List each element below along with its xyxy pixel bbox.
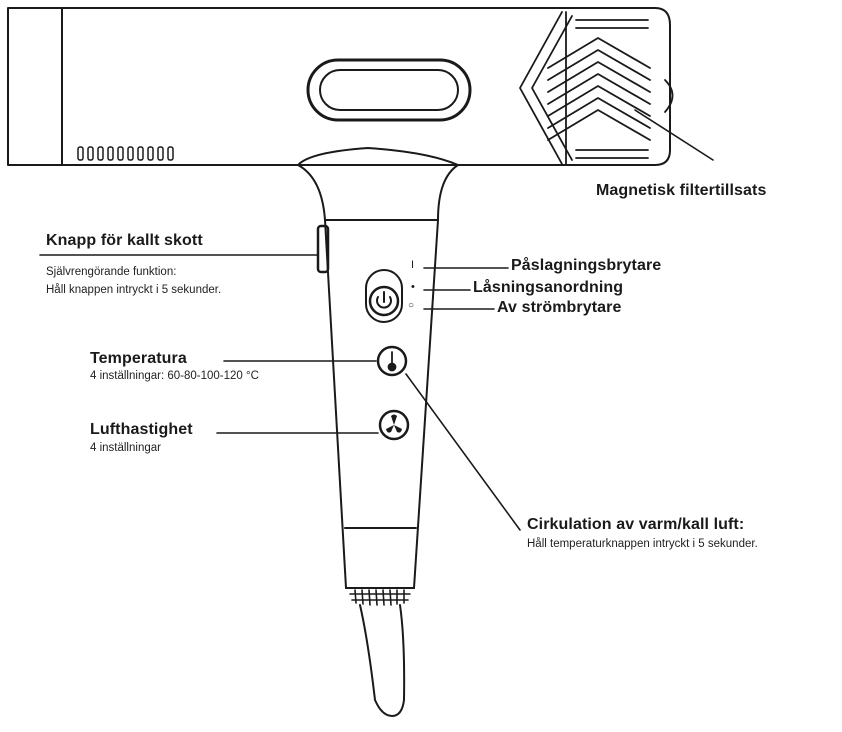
airspeed-button[interactable] [378,409,410,441]
thermometer-icon [387,351,397,372]
power-switch[interactable] [365,269,403,323]
leader-lines [39,109,714,531]
power-cord [359,604,406,717]
cold-shot-button[interactable] [316,224,330,274]
power-icon [376,291,392,309]
fan-icon [386,414,402,433]
circulation-desc: Håll temperaturknappen intryckt i 5 seku… [527,538,758,550]
dryer-handle [297,147,459,717]
switch-mark-on: I [411,259,415,271]
power-on-title: Påslagningsbrytare [511,257,662,274]
magnetic-filter-icon [519,11,674,165]
airspeed-title: Lufthastighet [90,421,193,438]
cold-shot-desc-2: Håll knappen intryckt i 5 sekunder. [46,284,222,296]
dryer-body [7,7,671,166]
circulation-title: Cirkulation av varm/kall luft: [527,516,745,533]
display-window [306,58,472,122]
temperature-title: Temperatura [90,350,187,367]
switch-mark-off: ○ [408,300,415,311]
vent-slots [77,146,174,161]
cold-shot-title: Knapp för kallt skott [46,232,203,249]
grip-ring [349,589,411,606]
temperature-desc: 4 inställningar: 60-80-100-120 °C [90,370,259,382]
airspeed-desc: 4 inställningar [90,442,161,454]
temperature-button[interactable] [376,345,408,377]
cold-shot-desc-1: Självrengörande funktion: [46,266,177,278]
lock-title: Låsningsanordning [473,279,624,296]
filter-title: Magnetisk filtertillsats [596,182,767,199]
power-off-title: Av strömbrytare [497,299,622,316]
switch-mark-lock: • [411,281,415,293]
